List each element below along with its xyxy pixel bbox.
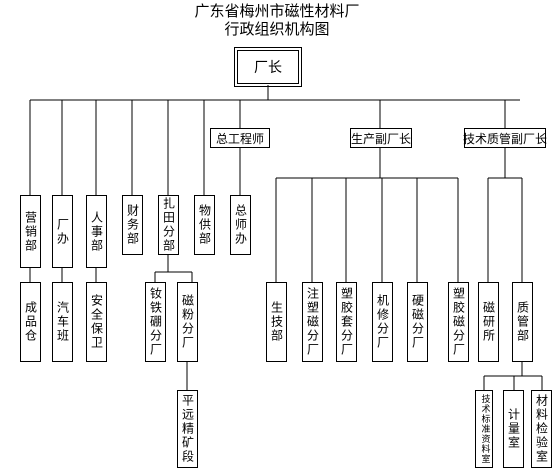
node-label: 机修分厂: [375, 294, 390, 350]
node-chief-engineer: 总工程师: [210, 128, 270, 148]
node-label: 计量室: [506, 408, 521, 450]
diagram-title: 广东省梅州市磁性材料厂: [194, 2, 360, 20]
node-finished-goods: 成品仓: [20, 282, 41, 362]
node-label: 人事部: [89, 210, 104, 253]
node-quality-dept: 质管部: [512, 282, 533, 362]
node-factory-office: 厂办: [52, 195, 73, 268]
node-label: 钕铁硼分厂: [148, 287, 163, 357]
node-label: 扎田分部: [161, 197, 176, 253]
node-plastic-sleeve-branch: 塑胶套分厂: [336, 282, 357, 362]
node-metrology-room: 计量室: [503, 390, 524, 468]
node-supply: 物供部: [194, 195, 215, 255]
node-label: 营销部: [23, 210, 38, 253]
node-finance: 财务部: [122, 195, 143, 255]
node-label: 生技部: [269, 301, 284, 343]
node-label: 安全保卫: [89, 294, 104, 350]
node-label: 质管部: [515, 301, 530, 343]
node-pingyuan-mine: 平远精矿段: [177, 390, 198, 468]
node-motor-team: 汽车班: [52, 282, 73, 362]
node-label: 厂办: [55, 217, 70, 246]
node-label: 硬磁分厂: [410, 294, 425, 350]
node-label: 技术质管副厂长: [463, 131, 548, 146]
node-label: 材料检验室: [534, 394, 549, 464]
node-chief-engineer-office: 总师办: [230, 195, 251, 255]
node-label: 磁研所: [481, 301, 496, 343]
node-zhatian-branch: 扎田分部: [158, 195, 179, 255]
node-label: 平远精矿段: [180, 394, 195, 464]
node-label: 技术标准资料室: [479, 394, 490, 464]
node-label: 厂长: [254, 60, 282, 76]
node-ferrite-branch: 钕铁硼分厂: [145, 282, 166, 362]
node-label: 物供部: [197, 204, 212, 246]
node-sales: 营销部: [20, 195, 41, 268]
node-production-tech: 生技部: [266, 282, 287, 362]
node-repair-branch: 机修分厂: [372, 282, 393, 362]
node-hard-magnet-branch: 硬磁分厂: [407, 282, 428, 362]
node-root: 厂长: [234, 47, 302, 87]
node-label: 财务部: [125, 204, 140, 246]
node-label: 生产副厂长: [351, 131, 412, 146]
node-label: 塑胶套分厂: [339, 287, 354, 357]
node-powder-branch: 磁粉分厂: [177, 282, 198, 362]
node-label: 注塑磁分厂: [305, 287, 320, 357]
node-production-vp: 生产副厂长: [350, 128, 412, 148]
node-label: 总工程师: [215, 131, 264, 146]
node-label: 总师办: [233, 204, 248, 246]
node-label: 磁粉分厂: [180, 294, 195, 350]
node-label: 成品仓: [23, 301, 38, 343]
diagram-subtitle: 行政组织机构图: [224, 20, 330, 38]
node-materials-lab: 材料检验室: [531, 390, 552, 468]
node-research-institute: 磁研所: [478, 282, 499, 362]
node-security: 安全保卫: [86, 282, 107, 362]
node-plastic-magnet-branch: 塑胶磁分厂: [448, 282, 469, 362]
node-injection-branch: 注塑磁分厂: [302, 282, 323, 362]
node-hr: 人事部: [86, 195, 107, 268]
node-label: 塑胶磁分厂: [451, 287, 466, 357]
node-tech-quality-vp: 技术质管副厂长: [463, 128, 548, 148]
node-tech-standards-room: 技术标准资料室: [475, 390, 493, 468]
node-label: 汽车班: [55, 301, 70, 343]
